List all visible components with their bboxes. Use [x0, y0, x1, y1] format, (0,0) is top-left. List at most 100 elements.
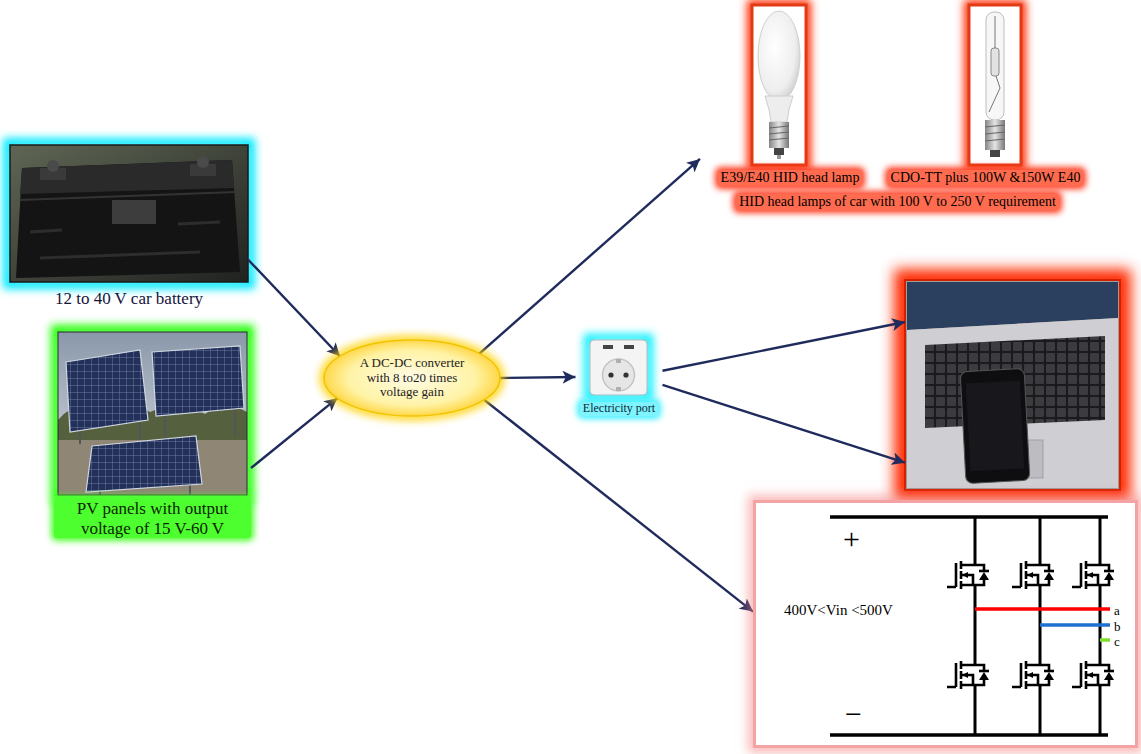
inverter-circuit	[1072, 561, 1114, 589]
hid-lamp-photo	[969, 5, 1021, 165]
laptop-phone-photo	[905, 280, 1120, 490]
hid-lamp-photo	[752, 5, 806, 165]
label-holder: HID head lamps of car with 100 V to 250 …	[700, 192, 1095, 210]
hid-lamp-photo: E39/E40 HID head lamp	[700, 5, 880, 186]
socket-icon	[588, 338, 649, 397]
pv-panel-photo	[56, 330, 249, 497]
hid-lamp-photo	[969, 5, 1021, 165]
group-caption: HID head lamps of car with 100 V to 250 …	[736, 194, 1059, 210]
hid-lamp-photo	[777, 155, 781, 159]
battery-photo	[197, 156, 209, 168]
inverter-circuit	[1040, 623, 1110, 627]
pv-panel-photo	[152, 346, 244, 416]
phase-label: a	[1114, 604, 1120, 617]
label-holder: c	[1114, 632, 1120, 650]
phase-label: b	[1114, 620, 1121, 633]
flow-arrow	[500, 377, 576, 378]
flow-arrow	[251, 398, 337, 468]
battery-photo	[10, 145, 248, 282]
hid-lamp-photo	[758, 11, 800, 101]
inverter-circuit	[1072, 661, 1114, 689]
hid-lamp-photo	[769, 126, 789, 140]
hid-lamp-photo: CDO-TT plus 100W &150W E40	[878, 5, 1093, 186]
ellipse-shape	[324, 340, 500, 416]
laptop-phone-photo	[905, 280, 1120, 490]
pv-panel-photo	[58, 332, 247, 495]
socket-icon	[623, 372, 628, 377]
electricity-port: Electricity port	[576, 338, 663, 416]
laptop-phone-photo	[960, 368, 1030, 483]
hid-lamp-photo	[986, 12, 1004, 120]
voltage-range: 400V<Vin <500V	[784, 602, 893, 619]
converter-label: A DC-DC converter with 8 to20 times volt…	[348, 356, 476, 401]
socket-icon	[624, 345, 634, 349]
battery-photo	[16, 160, 240, 278]
inverter-box: 400V<Vin <500V	[753, 500, 1138, 748]
pv-panel-photo	[58, 332, 247, 495]
pv-panel-photo	[56, 330, 249, 497]
battery-photo	[47, 160, 59, 172]
hid-lamp-photo	[752, 5, 806, 165]
battery-photo	[8, 143, 250, 284]
label-holder: +	[843, 524, 860, 554]
hid-lamp-photo	[969, 5, 1021, 165]
lamp-label: E39/E40 HID head lamp	[718, 170, 863, 186]
polarity-sign: +	[843, 524, 860, 554]
battery-photo	[30, 222, 220, 258]
battery-photo	[10, 145, 248, 282]
lamp-label: CDO-TT plus 100W &150W E40	[888, 170, 1084, 186]
laptop-phone-photo	[907, 318, 1118, 488]
battery-photo	[8, 143, 250, 284]
socket-icon	[588, 338, 649, 397]
hid-lamp-photo	[989, 16, 1000, 112]
laptop-phone-photo	[905, 280, 1120, 490]
flow-arrow	[479, 159, 700, 354]
socket-icon	[590, 340, 647, 395]
hid-lamp-photo	[769, 122, 789, 148]
ellipse-glow	[324, 340, 500, 416]
inverter-circuit	[1012, 561, 1054, 589]
inverter-circuit	[947, 661, 989, 689]
hid-lamp-photo	[752, 5, 806, 165]
hid-lamp-photo	[991, 48, 999, 76]
inverter-circuit	[1012, 661, 1054, 689]
socket-icon	[616, 359, 621, 363]
laptop-phone-photo	[960, 368, 1030, 483]
hid-lamp-photo	[765, 96, 793, 122]
pv-panel-photo	[86, 436, 202, 492]
socket-icon	[603, 359, 635, 391]
pv-panel-photo: PV panels with output voltage of 15 V-60…	[54, 332, 251, 538]
hid-lamp-photo	[985, 120, 1005, 150]
flow-arrow	[484, 400, 753, 612]
label-holder: b	[1114, 617, 1121, 635]
inverter-circuit	[753, 500, 1138, 748]
port-label: Electricity port	[580, 402, 658, 416]
inverter-circuit	[1100, 638, 1110, 642]
socket-icon	[608, 372, 613, 377]
photo-caption: 12 to 40 V car battery	[55, 289, 203, 309]
inverter-circuit	[947, 561, 989, 589]
photo-caption: PV panels with output voltage of 15 V-60…	[54, 499, 251, 538]
hid-lamp-photo	[990, 150, 1000, 157]
label-holder: −	[845, 699, 862, 729]
battery-photo	[20, 192, 236, 200]
battery-photo	[112, 200, 156, 224]
socket-icon	[616, 387, 621, 391]
phase-label: c	[1114, 635, 1120, 648]
hid-lamp-photo	[985, 125, 1005, 141]
flow-arrow	[663, 385, 906, 463]
converter-ellipse: A DC-DC converter with 8 to20 times volt…	[322, 338, 502, 418]
flow-arrow	[663, 322, 906, 371]
pv-panel-photo	[66, 350, 148, 432]
laptop-phone-photo	[905, 280, 1120, 490]
laptop-phone-photo	[905, 280, 1120, 490]
flow-arrow	[248, 259, 340, 356]
polarity-sign: −	[845, 699, 862, 729]
inverter-circuit	[753, 500, 1138, 748]
battery-photo: 12 to 40 V car battery	[10, 145, 248, 309]
inverter-circuit	[975, 607, 1110, 611]
hid-lamp-photo	[774, 148, 784, 155]
label-holder: a	[1114, 601, 1120, 619]
